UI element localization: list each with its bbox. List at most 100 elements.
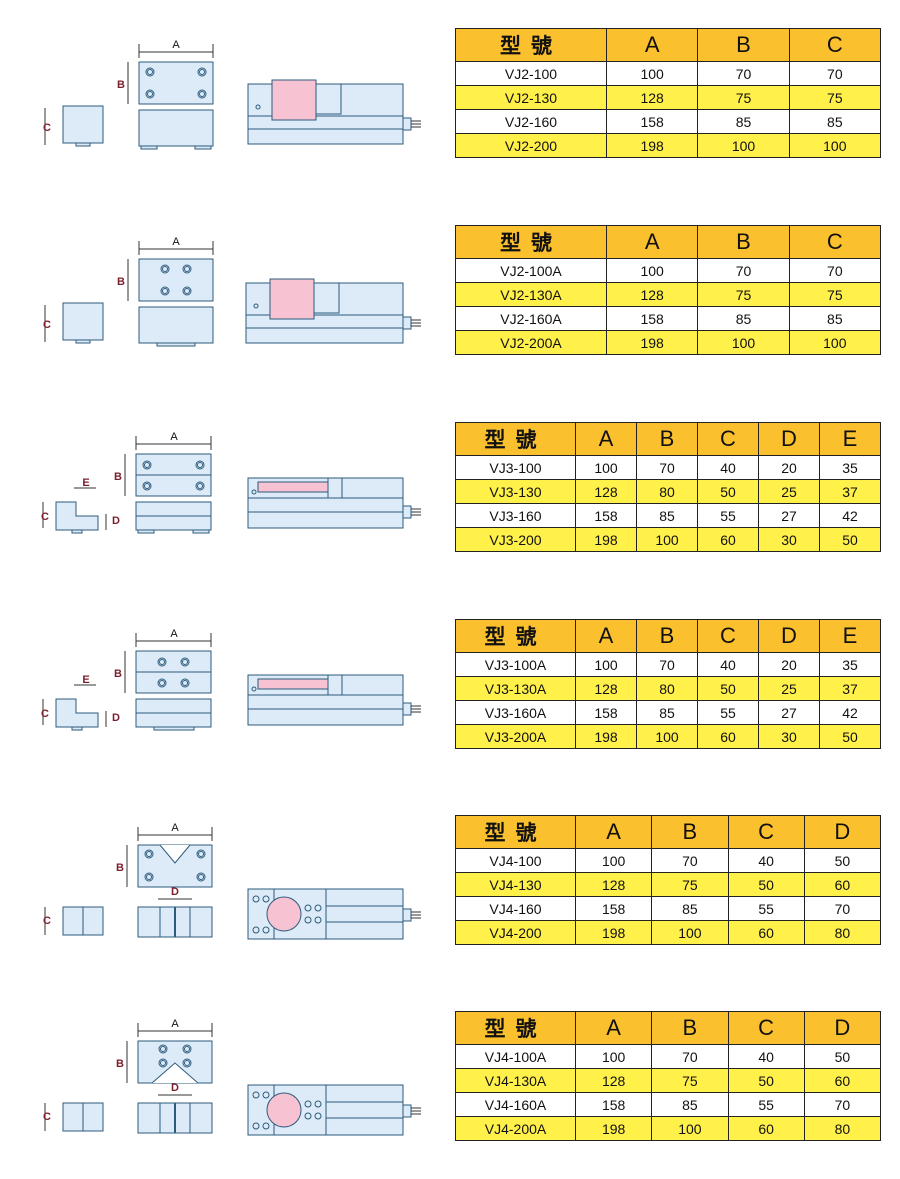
product-section-vj4: A B D C (0, 787, 900, 983)
d-cell: 30 (758, 724, 820, 749)
d-cell: 27 (758, 503, 820, 528)
model-cell: VJ4-160A (455, 1092, 576, 1117)
header-model: 型號 (455, 422, 576, 456)
table-row: VJ4-100A 100 70 40 50 (455, 1044, 882, 1069)
header-model: 型號 (455, 225, 607, 259)
d-cell: 80 (803, 1116, 882, 1141)
a-cell: 158 (575, 700, 637, 725)
a-cell: 158 (574, 1092, 653, 1117)
dim-label-d: D (171, 1082, 179, 1094)
c-cell: 40 (697, 455, 759, 480)
dim-label-b: B (116, 1058, 124, 1070)
dim-label-c: C (41, 511, 49, 523)
a-cell: 198 (605, 330, 699, 355)
e-cell: 50 (819, 527, 881, 552)
header-c: C (788, 225, 882, 259)
d-cell: 50 (803, 1044, 882, 1069)
dim-label-b: B (114, 668, 122, 680)
c-cell: 55 (697, 700, 759, 725)
table-row: VJ3-130A 128 80 50 25 37 (455, 676, 881, 701)
a-cell: 100 (575, 652, 637, 677)
header-b: B (651, 1011, 729, 1045)
d-cell: 70 (803, 896, 882, 921)
a-cell: 128 (605, 85, 699, 110)
b-cell: 100 (697, 133, 790, 158)
table-row: VJ2-160A 158 85 85 (455, 306, 882, 331)
header-d: D (758, 422, 820, 456)
b-cell: 85 (651, 1092, 729, 1117)
dim-label-c: C (43, 319, 51, 331)
b-cell: 100 (651, 920, 729, 945)
a-cell: 100 (575, 455, 637, 480)
dim-label-d: D (112, 712, 120, 724)
dim-label-c: C (43, 122, 51, 134)
table-row: VJ4-200 198 100 60 80 (455, 920, 882, 945)
e-cell: 50 (819, 724, 881, 749)
c-cell: 50 (727, 872, 805, 897)
table-row: VJ3-100 100 70 40 20 35 (455, 455, 881, 480)
model-cell: VJ2-160A (455, 306, 607, 331)
header-b: B (697, 225, 790, 259)
a-cell: 128 (574, 1068, 653, 1093)
b-cell: 85 (651, 896, 729, 921)
c-cell: 50 (697, 676, 759, 701)
c-cell: 70 (788, 61, 882, 86)
dim-label-a: A (170, 628, 178, 640)
model-cell: VJ2-100A (455, 258, 607, 283)
vise-jaw-drawing: A B E C D (41, 431, 421, 534)
a-cell: 198 (574, 920, 653, 945)
model-cell: VJ4-160 (455, 896, 576, 921)
c-cell: 60 (697, 724, 759, 749)
table-row: VJ3-160A 158 85 55 27 42 (455, 700, 881, 725)
spec-table: 型號 A B C VJ2-100A 100 70 70 VJ2-130A 128… (455, 225, 882, 355)
a-cell: 100 (605, 61, 699, 86)
b-cell: 75 (651, 1068, 729, 1093)
vise-jaw-drawing: A B C (43, 39, 421, 150)
header-c: C (727, 1011, 805, 1045)
d-cell: 60 (803, 872, 882, 897)
e-cell: 42 (819, 700, 881, 725)
d-cell: 20 (758, 652, 820, 677)
b-cell: 80 (636, 676, 698, 701)
a-cell: 128 (574, 872, 653, 897)
a-cell: 100 (605, 258, 699, 283)
b-cell: 70 (636, 652, 698, 677)
b-cell: 100 (636, 527, 698, 552)
header-e: E (819, 619, 881, 653)
table-row: VJ3-130 128 80 50 25 37 (455, 479, 881, 504)
b-cell: 75 (651, 872, 729, 897)
dim-label-e: E (82, 674, 89, 686)
header-a: A (575, 422, 637, 456)
table-row: VJ2-130 128 75 75 (455, 85, 882, 110)
b-cell: 85 (636, 503, 698, 528)
model-cell: VJ3-130A (455, 676, 576, 701)
product-section-vj2a: A B C 型號 A B (0, 197, 900, 393)
vise-jaw-drawing: A B D C (43, 1018, 421, 1136)
e-cell: 35 (819, 455, 881, 480)
a-cell: 128 (575, 479, 637, 504)
dim-label-a: A (172, 236, 180, 248)
header-d: D (803, 1011, 882, 1045)
header-model: 型號 (455, 28, 607, 62)
a-cell: 158 (605, 109, 699, 134)
header-b: B (636, 619, 698, 653)
b-cell: 100 (636, 724, 698, 749)
model-cell: VJ2-200 (455, 133, 607, 158)
c-cell: 75 (788, 282, 882, 307)
a-cell: 158 (575, 503, 637, 528)
vise-jaw-drawing: A B E C D (41, 628, 421, 731)
model-cell: VJ4-130A (455, 1068, 576, 1093)
dim-label-c: C (43, 915, 51, 927)
header-model: 型號 (455, 619, 576, 653)
d-cell: 30 (758, 527, 820, 552)
table-row: VJ2-100 100 70 70 (455, 61, 882, 86)
product-section-vj3: A B E C D (0, 394, 900, 590)
header-b: B (651, 815, 729, 849)
a-cell: 198 (605, 133, 699, 158)
a-cell: 158 (574, 896, 653, 921)
header-model: 型號 (455, 1011, 576, 1045)
b-cell: 75 (697, 282, 790, 307)
model-cell: VJ3-130 (455, 479, 576, 504)
b-cell: 85 (636, 700, 698, 725)
header-c: C (788, 28, 882, 62)
